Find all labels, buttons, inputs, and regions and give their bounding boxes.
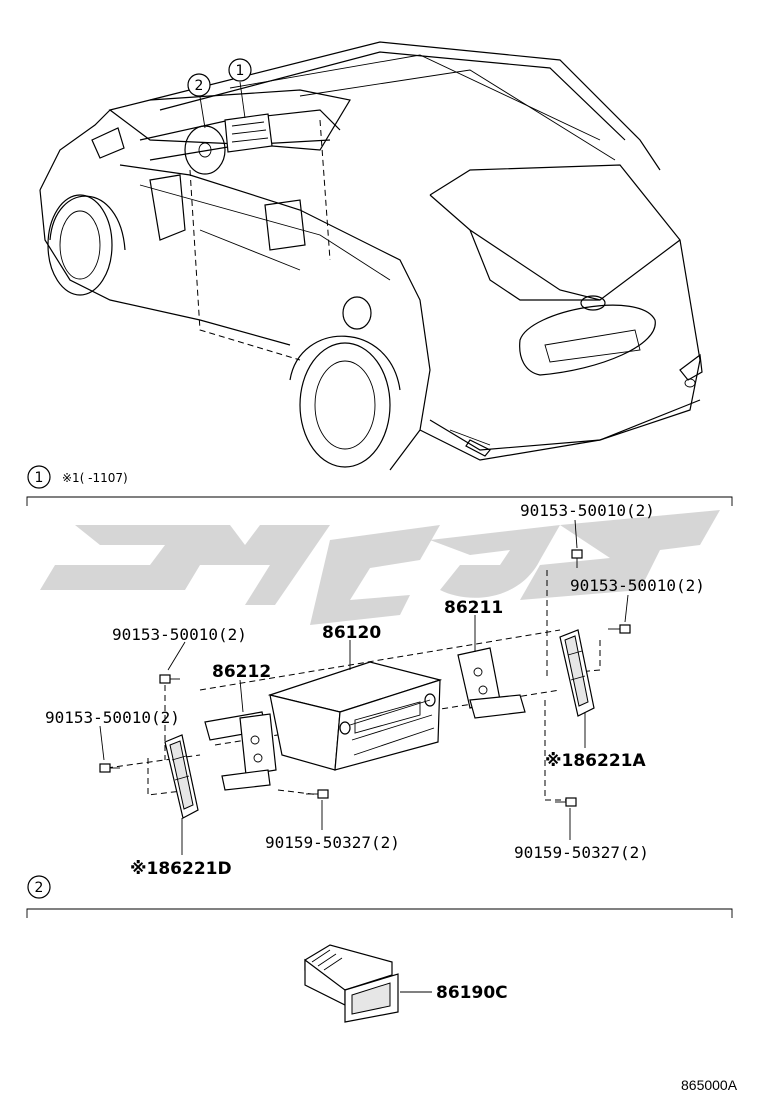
label-90153-50010-left-lower: 90153-50010(2)	[45, 708, 180, 727]
label-90159-50327-right: 90159-50327(2)	[514, 843, 649, 862]
svg-text:1: 1	[236, 63, 245, 79]
part-labels: 90153-50010(2) 90153-50010(2) 90153-5001…	[45, 501, 705, 879]
label-86211: 86211	[444, 598, 503, 618]
part-86120-radio	[267, 661, 443, 771]
svg-text:1: 1	[35, 470, 44, 486]
part-86221D-bracket	[164, 734, 199, 819]
screw-icon	[571, 549, 583, 568]
section-2-header: 2	[26, 875, 733, 918]
screw-icon	[306, 789, 329, 799]
label-86221D: ※186221D	[130, 859, 232, 879]
label-86221A: ※186221A	[545, 751, 646, 771]
section-1-header: 1 ※1( -1107)	[26, 465, 733, 506]
screw-icon	[608, 624, 631, 634]
screw-icon	[99, 763, 120, 773]
label-90159-50327-left: 90159-50327(2)	[265, 833, 400, 852]
label-90153-50010-top-right: 90153-50010(2)	[520, 501, 655, 520]
svg-text:2: 2	[35, 880, 44, 896]
callout-1: 1	[228, 58, 252, 82]
watermark-logo	[40, 510, 720, 625]
vehicle-illustration	[39, 41, 703, 471]
part-86221A-bracket	[559, 629, 595, 717]
label-86190C: 86190C	[436, 983, 508, 1003]
part-86211-bracket	[457, 647, 526, 719]
screw-icons	[99, 549, 631, 807]
part-86212-bracket	[204, 711, 277, 791]
diagram-code: 865000A	[681, 1077, 738, 1093]
svg-text:2: 2	[195, 78, 204, 94]
callout-2: 2	[187, 73, 211, 97]
svg-text:※1( -1107): ※1( -1107)	[62, 471, 128, 485]
label-86120: 86120	[322, 623, 381, 643]
screw-icon	[159, 674, 180, 684]
label-90153-50010-right: 90153-50010(2)	[570, 576, 705, 595]
screw-icon	[555, 797, 577, 807]
part-86190C-switch: 86190C	[304, 944, 508, 1023]
leader-lines	[99, 519, 629, 855]
label-86212: 86212	[212, 662, 271, 682]
label-90153-50010-left-upper: 90153-50010(2)	[112, 625, 247, 644]
